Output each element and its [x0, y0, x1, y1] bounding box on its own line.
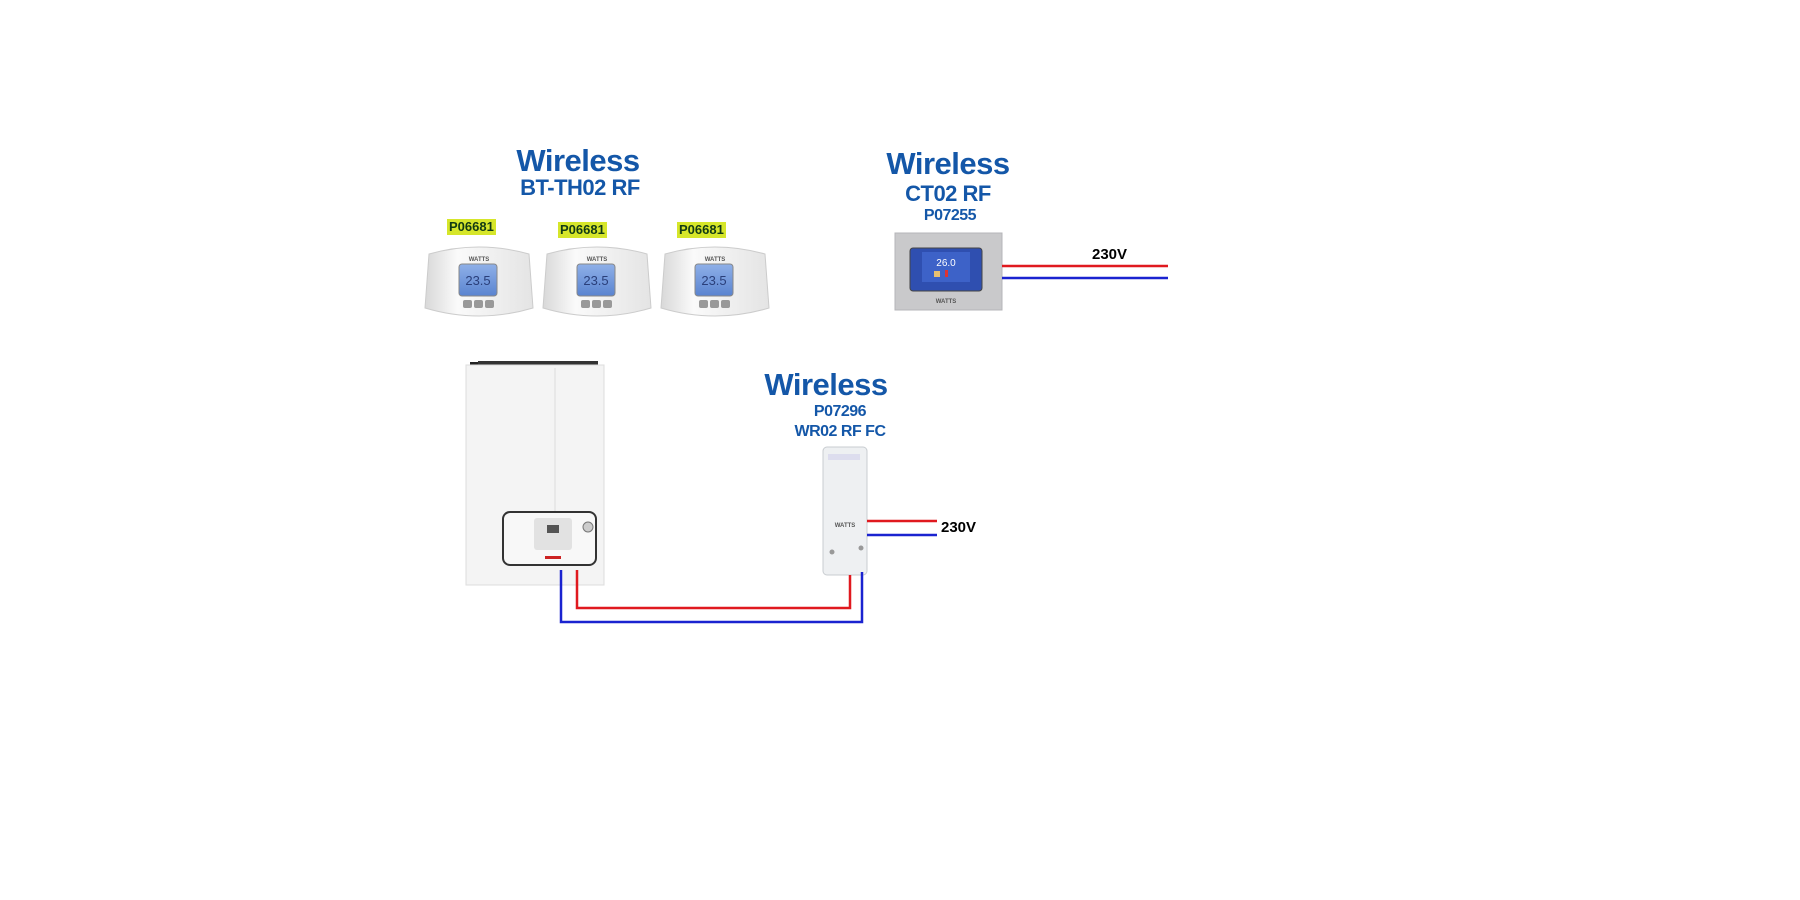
- wires: [559, 264, 1168, 624]
- room-thermostat-display: 26.0: [936, 258, 956, 269]
- trv-device-3: WATTS 23.5: [660, 246, 770, 317]
- receiver-model: WR02 RF FC: [794, 423, 887, 440]
- svg-text:WATTS: WATTS: [835, 523, 856, 529]
- svg-text:WATTS: WATTS: [936, 299, 957, 305]
- trv-device-2: WATTS 23.5: [542, 246, 652, 317]
- trv-display-1: 23.5: [465, 273, 490, 288]
- boiler-live-wire: [575, 570, 852, 610]
- receiver-title: Wireless: [764, 367, 888, 402]
- room-thermostat-title: Wireless: [886, 146, 1010, 181]
- room-thermostat-code: P07255: [923, 207, 977, 224]
- trv-code-2: P06681: [558, 222, 607, 239]
- room-thermostat-model: CT02 RF: [905, 181, 991, 206]
- boiler-neutral-wire: [559, 570, 864, 624]
- trv-group-title: Wireless: [516, 143, 640, 178]
- room-thermostat-voltage: 230V: [1092, 246, 1128, 263]
- svg-text:WATTS: WATTS: [705, 257, 726, 263]
- room-thermostat-device: 26.0 WATTS: [894, 232, 1003, 311]
- trv-code-3: P06681: [677, 222, 726, 239]
- receiver-code: P07296: [813, 403, 867, 420]
- trv-device-1: WATTS 23.5: [424, 246, 534, 317]
- trv-model: BT-TH02 RF: [520, 175, 640, 200]
- svg-text:WATTS: WATTS: [587, 257, 608, 263]
- svg-text:WATTS: WATTS: [469, 257, 490, 263]
- trv-code-1: P06681: [447, 219, 496, 236]
- boiler: [465, 361, 605, 586]
- trv-display-3: 23.5: [701, 273, 726, 288]
- receiver-device: WATTS: [822, 446, 868, 576]
- trv-display-2: 23.5: [583, 273, 608, 288]
- receiver-voltage: 230V: [941, 519, 977, 536]
